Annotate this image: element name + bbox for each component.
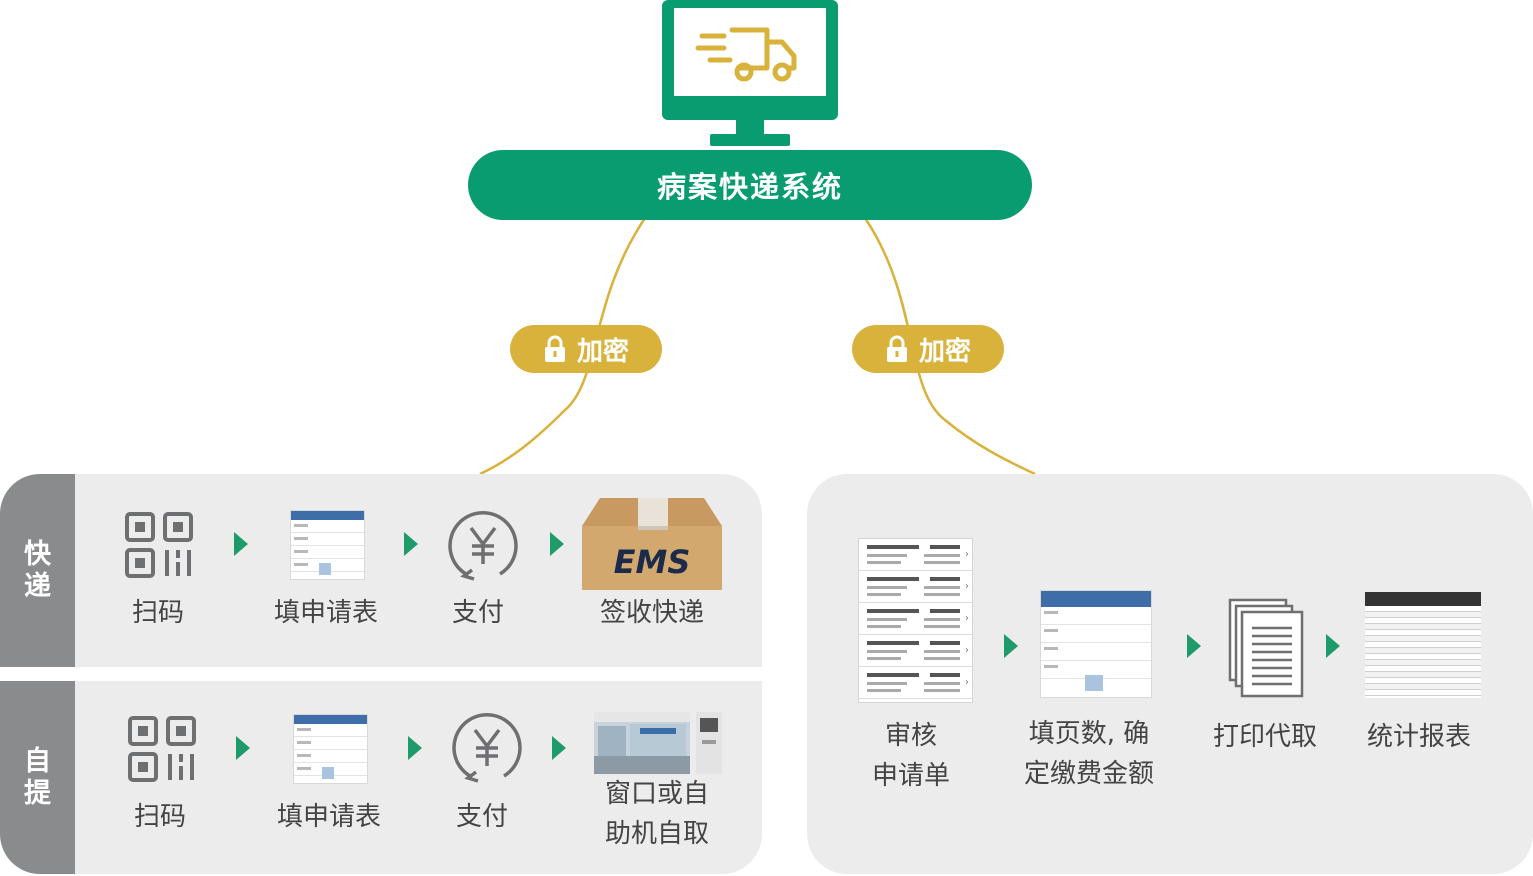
hospital-step-4-label: 统计报表 [1366, 722, 1471, 752]
express-step-2-label: 填申请表 [273, 598, 378, 628]
step-arrow [404, 532, 418, 556]
lock-icon [886, 335, 907, 362]
hospital-step-1-line-2: 申请单 [871, 761, 950, 791]
pickup-side-label: 自 提 [0, 681, 75, 874]
ems-logo-text: EMS [614, 543, 691, 581]
hospital-step-1-line-1: 审核 [884, 721, 937, 751]
pickup-step-4-label: 窗口或自 助机自取 [582, 774, 732, 854]
pickup-side-char-2: 提 [24, 777, 51, 809]
encrypt-label-left: 加密 [576, 336, 629, 367]
system-title: 病案快递系统 [656, 170, 843, 204]
encrypt-label-right: 加密 [918, 336, 971, 367]
yuan-icon [452, 712, 522, 783]
system-title-pill: 病案快递系统 [468, 150, 1032, 220]
pickup-step-4-line-1: 窗口或自 [604, 779, 709, 809]
ems-box-image: EMS [582, 498, 722, 590]
pickup-step-4-line-2: 助机自取 [604, 819, 709, 849]
encrypt-badge-left: 加密 [510, 325, 662, 373]
monitor-icon [662, 0, 838, 146]
window-kiosk-image [594, 712, 722, 774]
yuan-icon [448, 510, 518, 581]
hospital-step-1-label: 审核 申请单 [846, 716, 976, 796]
connector-right [863, 217, 1036, 476]
hospital-step-3-label: 打印代取 [1212, 722, 1317, 752]
report-table-thumbnail [1365, 592, 1481, 698]
express-side-char-2: 递 [24, 570, 51, 602]
hospital-step-2-line-2: 定缴费金额 [1023, 759, 1154, 789]
express-side-char-1: 快 [24, 538, 51, 570]
step-arrow [408, 736, 422, 760]
pickup-step-3-label: 支付 [455, 802, 508, 832]
pickup-step-1-label: 扫码 [133, 802, 186, 832]
qr-code-icon [125, 512, 193, 578]
form-thumbnail [293, 714, 368, 784]
pickup-step-2-label: 填申请表 [276, 802, 381, 832]
pickup-side-char-1: 自 [24, 745, 51, 777]
step-arrow [552, 736, 566, 760]
connector-left [479, 217, 647, 476]
application-list-thumbnail: › › › › › [858, 538, 973, 703]
express-step-1-label: 扫码 [131, 598, 184, 628]
step-arrow [234, 532, 248, 556]
hospital-step-2-label: 填页数, 确 定缴费金额 [1006, 714, 1172, 794]
express-step-4-label: 签收快递 [599, 598, 704, 628]
encrypt-badge-right: 加密 [852, 325, 1004, 373]
qr-code-icon [128, 716, 196, 782]
step-arrow [1004, 634, 1018, 658]
document-stack-icon [1228, 598, 1304, 698]
express-side-label: 快 递 [0, 474, 75, 667]
hospital-step-2-line-1: 填页数, 确 [1028, 719, 1150, 749]
step-arrow [1326, 634, 1340, 658]
form-thumbnail [1040, 590, 1152, 698]
step-arrow [236, 736, 250, 760]
lock-icon [544, 335, 565, 362]
step-arrow [550, 532, 564, 556]
step-arrow [1187, 634, 1201, 658]
express-step-3-label: 支付 [451, 598, 504, 628]
form-thumbnail [290, 510, 365, 580]
delivery-truck-icon [695, 27, 797, 82]
